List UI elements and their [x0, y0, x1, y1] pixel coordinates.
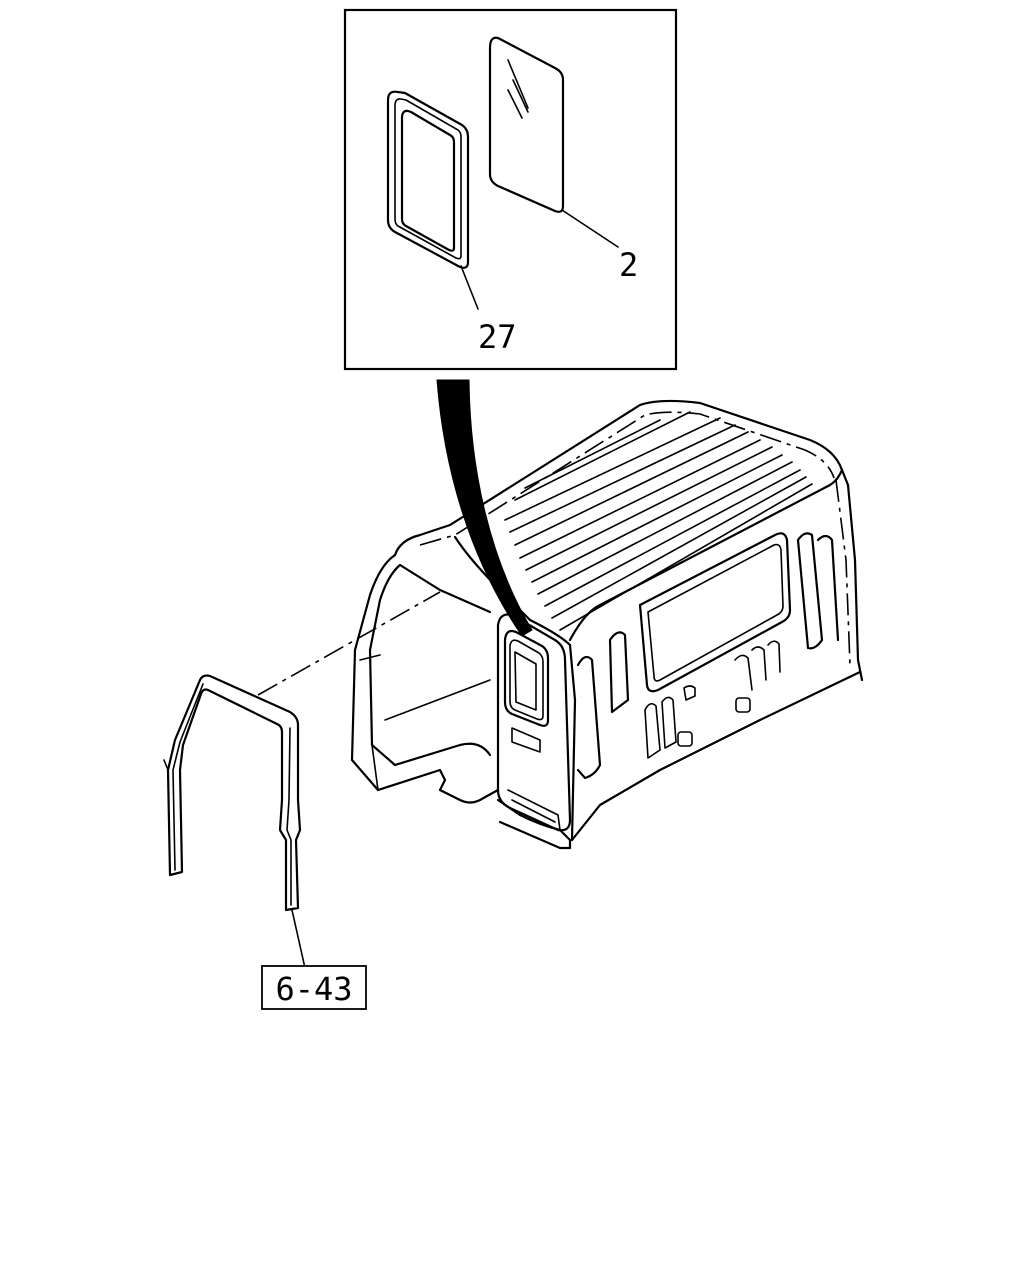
alignment-line [257, 591, 441, 696]
callout-reference: 6-43 [275, 970, 352, 1008]
weatherstrip-seal [386, 90, 470, 269]
detail-inset-frame [343, 8, 678, 371]
leader-line-glass [561, 209, 619, 248]
detail-arrow [436, 379, 533, 637]
door-glass-pane [488, 36, 565, 213]
callout-weatherstrip: 27 [478, 318, 517, 356]
truck-cab [350, 399, 864, 850]
callout-glass: 2 [619, 246, 638, 284]
reference-box-frame [261, 965, 367, 1010]
roof-ribs [504, 411, 813, 631]
leader-line-reference [291, 909, 306, 969]
door-opening-weatherstrip [163, 674, 302, 912]
reference-box: 6-43 [261, 965, 367, 1010]
detail-inset: 2 27 [343, 8, 678, 371]
leader-line-weatherstrip [460, 265, 479, 310]
